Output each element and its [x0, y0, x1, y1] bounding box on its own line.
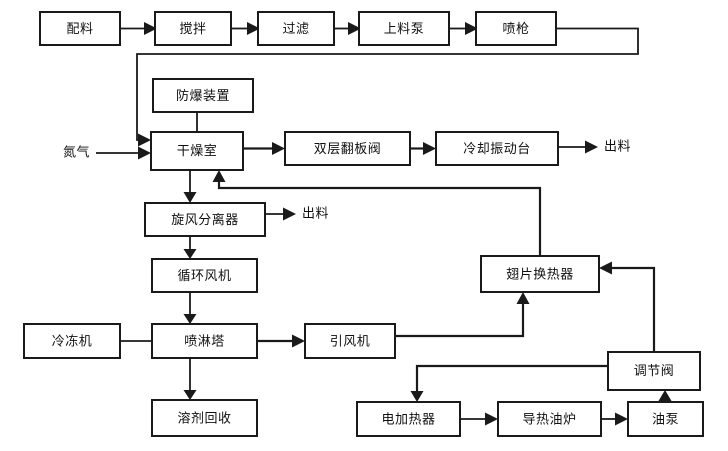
connector-chipian-ganzaoshi	[212, 170, 542, 256]
node-label-penqiang: 喷枪	[502, 21, 529, 37]
node-lengdongji[interactable]: 冷冻机	[23, 323, 121, 359]
label-chuliao-cyclone-outlet: 出料	[302, 207, 329, 222]
node-penqiang[interactable]: 喷枪	[475, 11, 557, 46]
node-label-jiaoban: 搅拌	[179, 21, 206, 37]
node-guolv[interactable]: 过滤	[257, 11, 335, 46]
connector-yinfengji-chipian	[395, 292, 530, 338]
connector-lengque-chuliao	[558, 140, 598, 154]
node-shangliaobeng[interactable]: 上料泵	[358, 11, 450, 46]
node-xuanfeng[interactable]: 旋风分离器	[144, 202, 266, 237]
node-youbeng[interactable]: 油泵	[627, 401, 704, 437]
node-tiaojiefa[interactable]: 调节阀	[607, 351, 701, 391]
node-peiliao[interactable]: 配料	[39, 11, 121, 46]
connector-tiaojiefa-dianjiare	[410, 364, 608, 402]
node-label-lengdongji: 冷冻机	[52, 334, 93, 350]
node-label-dianjiare: 电加热器	[381, 413, 435, 428]
node-layer: 配料 搅拌 过滤 上料泵 喷枪 防爆装置	[23, 11, 704, 437]
node-penlinta[interactable]: 喷淋塔	[151, 323, 258, 359]
node-label-tiaojiefa: 调节阀	[634, 364, 675, 379]
connector-shuangceng-lengque	[410, 142, 436, 155]
connector-penlinta-yinfengji	[257, 334, 305, 348]
connector-tiaojiefa-chipian	[599, 261, 656, 352]
node-chipian[interactable]: 翅片换热器	[480, 255, 600, 293]
node-label-fangbao: 防爆装置	[176, 88, 230, 104]
node-label-shuangceng: 双层翻板阀	[314, 142, 382, 157]
node-label-lengque: 冷却振动台	[463, 142, 531, 157]
connector-xuanfeng-chuliao	[265, 207, 296, 221]
connector-daoreyoulu-youbeng	[601, 412, 628, 426]
connector-xunhuan-penlinta	[183, 292, 197, 324]
node-label-ganzaoshi: 干燥室	[177, 143, 218, 159]
node-label-shangliaobeng: 上料泵	[384, 22, 425, 37]
node-lengque[interactable]: 冷却振动台	[435, 131, 559, 166]
node-label-youbeng: 油泵	[652, 413, 679, 428]
node-fangbao[interactable]: 防爆装置	[152, 78, 254, 113]
node-xunhuan[interactable]: 循环风机	[151, 258, 258, 293]
node-ganzaoshi[interactable]: 干燥室	[150, 131, 244, 171]
connector-penlinta-rongji	[183, 358, 197, 400]
node-label-rongji: 溶剂回收	[177, 412, 231, 427]
connector-youbeng-tiaojiefa	[658, 390, 672, 402]
node-rongji[interactable]: 溶剂回收	[151, 399, 258, 437]
connector-ganzaoshi-xuanfeng	[183, 170, 197, 203]
free-label-layer: 氮气 出料 出料	[63, 140, 631, 222]
connector-xuanfeng-xunhuan	[183, 236, 197, 259]
connector-shangliaobeng-penqiang	[449, 22, 478, 35]
connector-ganzaoshi-shuangceng	[243, 142, 285, 155]
connector-dianjiare-daoreyoulu	[460, 412, 498, 426]
label-danqi-inlet: 氮气	[63, 145, 90, 161]
node-label-guolv: 过滤	[282, 22, 309, 37]
node-label-xuanfeng: 旋风分离器	[171, 212, 239, 228]
node-label-peiliao: 配料	[66, 22, 93, 37]
node-shuangceng[interactable]: 双层翻板阀	[284, 131, 411, 166]
node-label-xunhuan: 循环风机	[177, 269, 231, 284]
connector-danqi-ganzaoshi	[96, 146, 151, 160]
connector-jiaoban-guolv	[231, 22, 260, 35]
node-label-yinfengji: 引风机	[330, 335, 371, 350]
node-yinfengji[interactable]: 引风机	[304, 323, 396, 359]
node-label-penlinta: 喷淋塔	[184, 335, 225, 350]
connector-penqiang-ganzaoshi	[136, 27, 639, 147]
connector-layer	[96, 22, 672, 426]
node-label-chipian: 翅片换热器	[506, 267, 574, 283]
node-label-daoreyoulu: 导热油炉	[522, 413, 576, 428]
node-dianjiare[interactable]: 电加热器	[356, 401, 461, 437]
connector-peiliao-jiaoban	[120, 22, 157, 35]
label-chuliao-cooling-outlet: 出料	[604, 140, 631, 155]
node-jiaoban[interactable]: 搅拌	[154, 11, 232, 46]
node-daoreyoulu[interactable]: 导热油炉	[497, 401, 602, 437]
connector-guolv-shangliaobeng	[334, 22, 361, 35]
